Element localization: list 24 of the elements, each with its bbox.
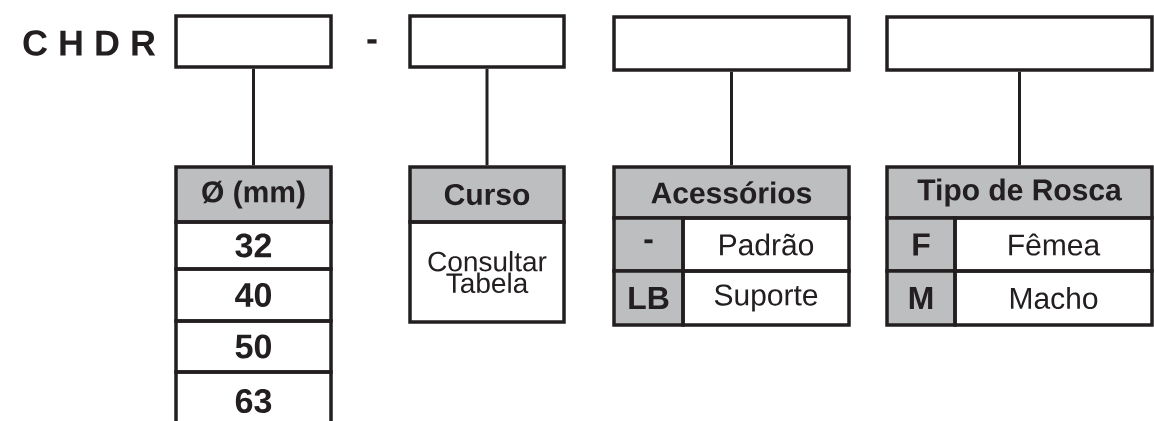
table-cell: Suporte (681, 269, 851, 327)
table-cell: Consultar Tabela (408, 220, 566, 324)
connector-line (252, 68, 255, 166)
table-cell: Fêmea (953, 216, 1154, 273)
code-box (174, 14, 333, 69)
connector-line (730, 71, 733, 166)
table-cell: 50 (174, 319, 333, 374)
code-box (885, 15, 1154, 72)
code-box (612, 15, 851, 72)
table-cell: Padrão (681, 216, 851, 273)
code-cell: F (885, 216, 957, 273)
table-cell: 32 (174, 220, 333, 271)
code-cell: LB (612, 269, 685, 327)
code-cell: M (885, 269, 957, 327)
table-cell: 63 (174, 370, 333, 421)
table-cell: Macho (953, 269, 1154, 327)
table-cell: 40 (174, 267, 333, 323)
connector-line (1018, 71, 1021, 166)
code-cell: - (612, 216, 685, 273)
code-box (408, 14, 566, 69)
separator-dash: - (367, 39, 377, 44)
table-header: Curso (408, 165, 566, 224)
connector-line (485, 68, 489, 166)
table-header: Ø (mm) (174, 165, 333, 224)
